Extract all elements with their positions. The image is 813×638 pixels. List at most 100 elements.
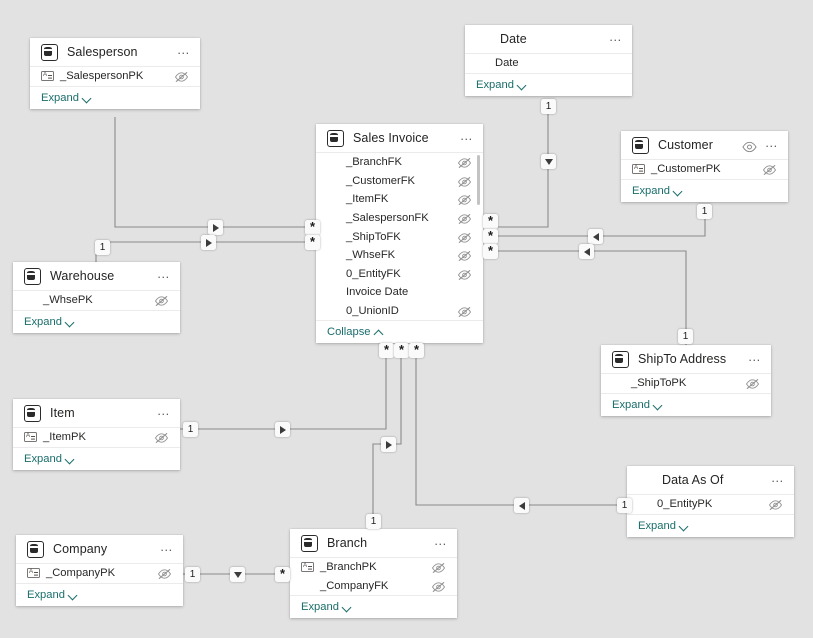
cardinality-badge-star[interactable]: * [275, 567, 290, 582]
hidden-field-icon[interactable] [154, 431, 169, 444]
table-card-shipto-address[interactable]: ShipTo Address…_ShipToPK Expand [601, 345, 771, 416]
cardinality-badge-star[interactable]: * [483, 244, 498, 259]
collapse-button[interactable]: Collapse [327, 326, 384, 338]
field-row[interactable]: _SalespersonFK [316, 209, 483, 228]
table-more-options-icon[interactable]: … [747, 348, 762, 364]
field-list-scrollbar[interactable] [477, 155, 480, 205]
relationship-direction-arrow-icon[interactable] [275, 422, 290, 437]
table-header-warehouse[interactable]: Warehouse… [13, 262, 180, 290]
table-card-company[interactable]: Company…_CompanyPK Expand [16, 535, 183, 606]
field-row[interactable]: _CompanyPK [16, 564, 183, 583]
expand-button[interactable]: Expand [632, 185, 683, 197]
cardinality-badge-one[interactable]: 1 [541, 99, 556, 114]
cardinality-badge-one[interactable]: 1 [697, 204, 712, 219]
field-row[interactable]: _ShipToPK [601, 374, 771, 393]
cardinality-badge-star[interactable]: * [305, 235, 320, 250]
table-header-branch[interactable]: Branch… [290, 529, 457, 557]
table-header-company[interactable]: Company… [16, 535, 183, 563]
hidden-field-icon[interactable] [157, 567, 172, 580]
table-header-sales-invoice[interactable]: Sales Invoice… [316, 124, 483, 152]
expand-button[interactable]: Expand [612, 399, 663, 411]
expand-button[interactable]: Expand [638, 520, 689, 532]
table-header-salesperson[interactable]: Salesperson… [30, 38, 200, 66]
hidden-field-icon[interactable] [457, 231, 472, 243]
hidden-field-icon[interactable] [457, 212, 472, 225]
hidden-field-icon[interactable] [457, 193, 472, 206]
relationship-direction-arrow-icon[interactable] [588, 229, 603, 244]
expand-button[interactable]: Expand [301, 601, 352, 613]
hidden-field-icon[interactable] [762, 163, 777, 176]
field-row[interactable]: 0_EntityFK [316, 265, 483, 284]
table-card-branch[interactable]: Branch…_BranchPK_CompanyFK Expand [290, 529, 457, 619]
field-row[interactable]: _WhseFK [316, 246, 483, 265]
table-more-options-icon[interactable]: … [156, 265, 171, 281]
hidden-field-icon[interactable] [431, 561, 446, 574]
field-row[interactable]: 0_EntityPK [627, 495, 794, 514]
hidden-field-icon[interactable] [154, 294, 169, 307]
hidden-field-icon[interactable] [457, 175, 472, 188]
field-row[interactable]: _SalespersonPK [30, 67, 200, 86]
expand-button[interactable]: Expand [41, 92, 92, 104]
hidden-field-icon[interactable] [745, 377, 760, 390]
field-row[interactable]: 0_UnionID [316, 302, 483, 321]
table-more-options-icon[interactable]: … [159, 538, 174, 554]
hidden-field-icon[interactable] [457, 156, 472, 169]
relationship-direction-arrow-icon[interactable] [208, 220, 223, 235]
table-header-data-as-of[interactable]: Data As Of… [627, 466, 794, 494]
hidden-field-icon[interactable] [457, 249, 472, 262]
table-more-options-icon[interactable]: … [608, 28, 623, 44]
expand-button[interactable]: Expand [24, 316, 75, 328]
field-row[interactable]: _CompanyFK [290, 577, 457, 596]
cardinality-badge-one[interactable]: 1 [183, 422, 198, 437]
relationship-direction-arrow-icon[interactable] [579, 244, 594, 259]
hidden-field-icon[interactable] [431, 580, 446, 593]
cardinality-badge-one[interactable]: 1 [617, 498, 632, 513]
table-more-options-icon[interactable]: … [770, 469, 785, 485]
field-row[interactable]: _ItemPK [13, 428, 180, 447]
field-row[interactable]: _BranchFK [316, 153, 483, 172]
hidden-field-icon[interactable] [174, 70, 189, 83]
cardinality-badge-one[interactable]: 1 [366, 514, 381, 529]
table-more-options-icon[interactable]: … [176, 41, 191, 57]
table-header-date[interactable]: Date… [465, 25, 632, 53]
hidden-field-icon[interactable] [768, 498, 783, 511]
table-card-sales-invoice[interactable]: Sales Invoice…_BranchFK_CustomerFK_ItemF… [316, 124, 483, 344]
expand-button[interactable]: Expand [24, 453, 75, 465]
cardinality-badge-star[interactable]: * [409, 343, 424, 358]
field-row[interactable]: _CustomerFK [316, 172, 483, 191]
cardinality-badge-star[interactable]: * [379, 343, 394, 358]
visibility-eye-icon[interactable] [742, 140, 757, 152]
cardinality-badge-star[interactable]: * [483, 214, 498, 229]
relationship-direction-arrow-icon[interactable] [541, 154, 556, 169]
table-card-data-as-of[interactable]: Data As Of…0_EntityPK Expand [627, 466, 794, 537]
field-row[interactable]: _ItemFK [316, 190, 483, 209]
table-header-shipto-address[interactable]: ShipTo Address… [601, 345, 771, 373]
cardinality-badge-star[interactable]: * [483, 229, 498, 244]
hidden-field-icon[interactable] [457, 305, 472, 318]
table-more-options-icon[interactable]: … [156, 402, 171, 418]
relationship-direction-arrow-icon[interactable] [514, 498, 529, 513]
field-row[interactable]: _CustomerPK [621, 160, 788, 179]
relationship-direction-arrow-icon[interactable] [230, 567, 245, 582]
relationship-direction-arrow-icon[interactable] [381, 437, 396, 452]
field-row[interactable]: _WhsePK [13, 291, 180, 310]
table-card-warehouse[interactable]: Warehouse…_WhsePK Expand [13, 262, 180, 333]
field-row[interactable]: _ShipToFK [316, 227, 483, 246]
expand-button[interactable]: Expand [476, 79, 527, 91]
hidden-field-icon[interactable] [457, 268, 472, 280]
cardinality-badge-one[interactable]: 1 [678, 329, 693, 344]
cardinality-badge-star[interactable]: * [394, 343, 409, 358]
cardinality-badge-one[interactable]: 1 [95, 240, 110, 255]
field-row[interactable]: _BranchPK [290, 558, 457, 577]
cardinality-badge-one[interactable]: 1 [185, 567, 200, 582]
table-more-options-icon[interactable]: … [433, 532, 448, 548]
table-card-salesperson[interactable]: Salesperson…_SalespersonPK Expand [30, 38, 200, 109]
expand-button[interactable]: Expand [27, 589, 78, 601]
cardinality-badge-star[interactable]: * [305, 220, 320, 235]
field-row[interactable]: Date [465, 54, 632, 73]
table-more-options-icon[interactable]: … [459, 127, 474, 143]
